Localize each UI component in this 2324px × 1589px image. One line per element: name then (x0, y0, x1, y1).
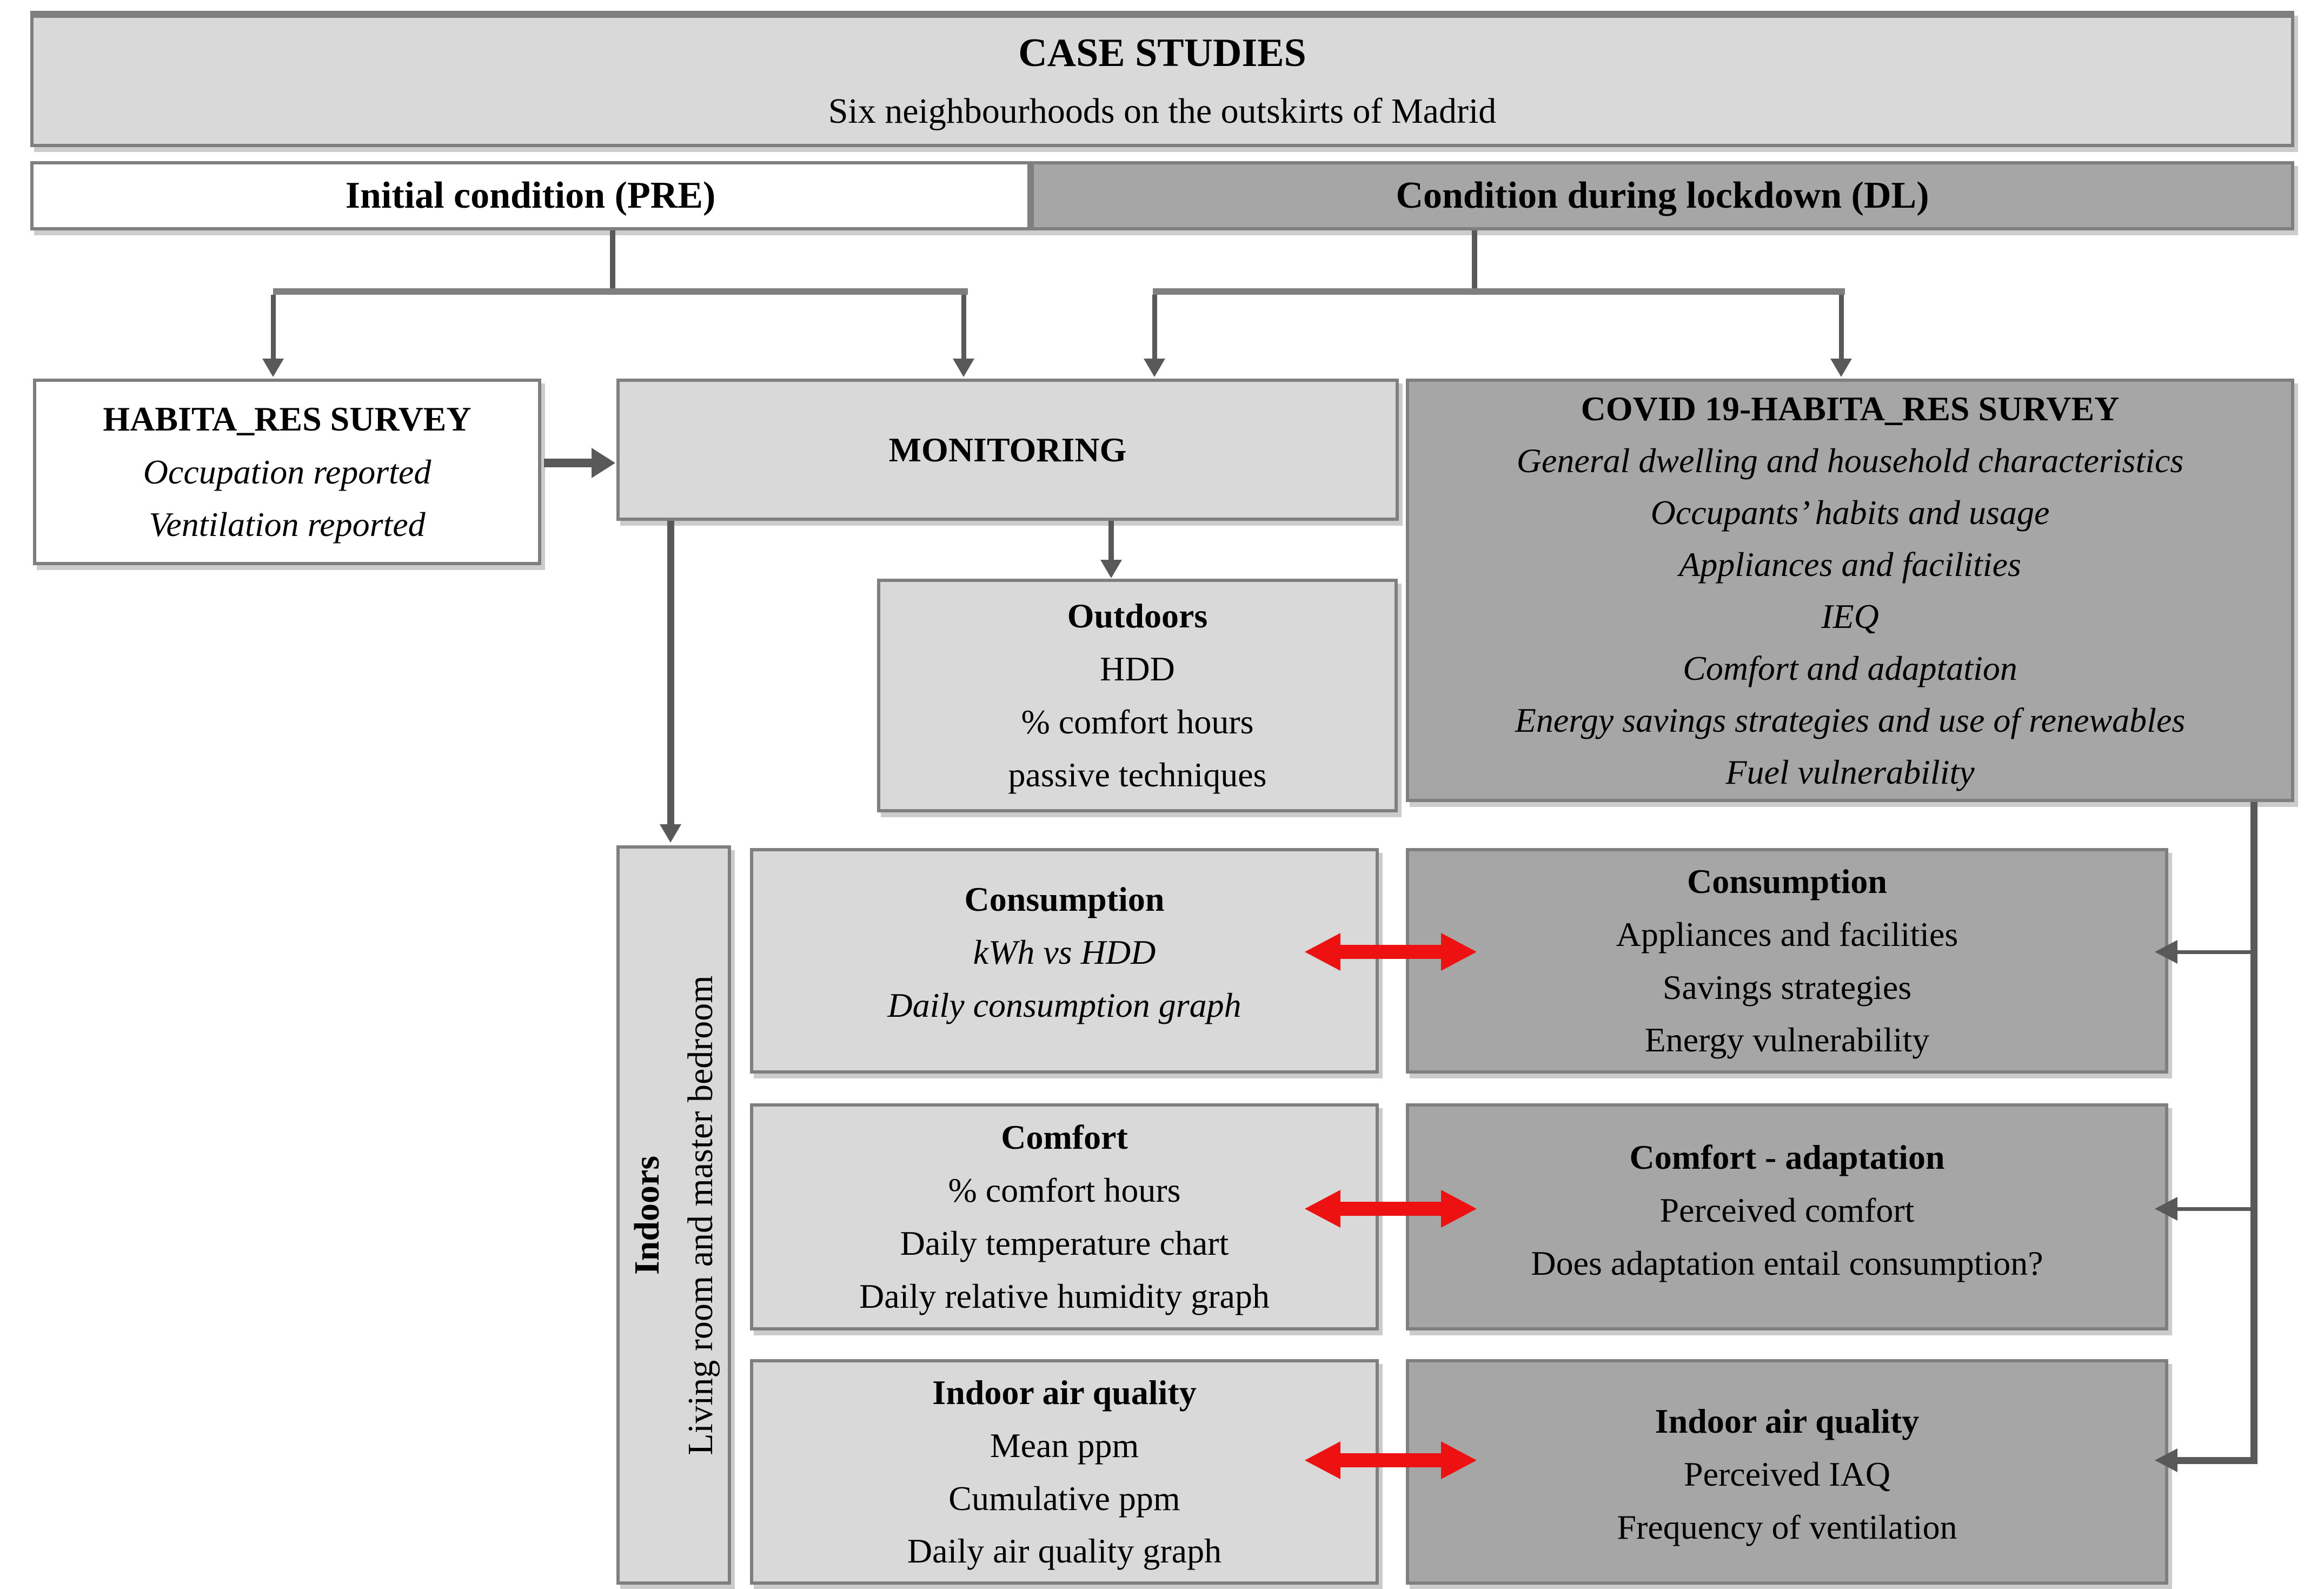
iaq-monitoring-box: Indoor air quality Mean ppm Cumulative p… (750, 1359, 1379, 1585)
red-arrow-right-icon (1441, 1441, 1477, 1479)
outdoors-line: % comfort hours (1021, 703, 1254, 741)
comfort-adaptation-survey-box: Comfort - adaptation Perceived comfort D… (1406, 1103, 2168, 1330)
pre-tree-crossbar (273, 288, 968, 295)
covid-survey-line: Occupants’ habits and usage (1650, 493, 2050, 532)
pre-tree-feeder-line (610, 230, 615, 291)
covid-survey-box: COVID 19-HABITA_RES SURVEY General dwell… (1406, 379, 2294, 802)
red-arrow-left-icon (1305, 1441, 1340, 1479)
covid-feedback-vertical-line (2250, 802, 2257, 1464)
monitoring-to-indoors-arrow-icon (660, 824, 681, 843)
red-arrow-right-icon (1441, 933, 1477, 971)
red-arrow-left-icon (1305, 933, 1340, 971)
arrow-down-to-monitoring-right-icon (1144, 359, 1165, 377)
indoors-sidebar: Indoors Living room and master bedroom (616, 845, 731, 1585)
iaq-monitoring-line: Cumulative ppm (948, 1479, 1180, 1518)
consumption-monitoring-box: Consumption kWh vs HDD Daily consumption… (750, 848, 1379, 1074)
habita-to-monitoring-line (544, 459, 593, 467)
indoors-sidebar-text: Indoors Living room and master bedroom (620, 848, 727, 1583)
covid-survey-line: Comfort and adaptation (1683, 648, 2017, 687)
outdoors-line: HDD (1100, 650, 1175, 688)
consumption-survey-title: Consumption (1687, 862, 1887, 901)
habita-to-monitoring-arrow-icon (592, 448, 615, 478)
covid-survey-line: Energy savings strategies and use of ren… (1515, 700, 2186, 739)
pre-tree-left-line (271, 295, 276, 359)
monitoring-box: MONITORING (616, 379, 1399, 521)
covid-to-iaq-arrow-icon (2155, 1448, 2177, 1472)
iaq-survey-line: Perceived IAQ (1683, 1454, 1891, 1493)
comfort-monitoring-line: % comfort hours (948, 1171, 1181, 1210)
iaq-monitoring-title: Indoor air quality (932, 1373, 1197, 1412)
covid-to-consumption-line (2176, 950, 2250, 954)
iaq-survey-line: Frequency of ventilation (1617, 1507, 1957, 1546)
arrow-down-to-covid-icon (1830, 359, 1852, 377)
pre-tree-right-line (961, 295, 966, 359)
red-arrow-right-icon (1441, 1190, 1477, 1228)
iaq-monitoring-line: Mean ppm (990, 1426, 1139, 1465)
comfort-monitoring-title: Comfort (1001, 1118, 1128, 1157)
covid-survey-line: Fuel vulnerability (1725, 752, 1975, 791)
iaq-survey-title: Indoor air quality (1655, 1402, 1920, 1440)
case-studies-header: CASE STUDIES Six neighbourhoods on the o… (30, 11, 2294, 147)
dl-tree-left-line (1152, 295, 1157, 359)
covid-survey-line: General dwelling and household character… (1516, 441, 2184, 480)
outdoors-line: passive techniques (1008, 755, 1267, 794)
covid-survey-line: Appliances and facilities (1679, 545, 2021, 584)
covid-to-iaq-line (2176, 1457, 2257, 1464)
consumption-survey-line: Energy vulnerability (1644, 1021, 1930, 1060)
covid-survey-line: IEQ (1821, 597, 1879, 635)
consumption-monitoring-line: kWh vs HDD (973, 932, 1156, 971)
iaq-monitoring-line: Daily air quality graph (907, 1532, 1222, 1571)
pre-column-header: Initial condition (PRE) (30, 161, 1031, 230)
red-arrow-shaft (1339, 1202, 1443, 1216)
dl-tree-feeder-line (1472, 230, 1477, 291)
case-studies-subtitle: Six neighbourhoods on the outskirts of M… (828, 91, 1497, 131)
indoors-subtitle: Living room and master bedroom (681, 975, 720, 1455)
dl-tree-right-line (1839, 295, 1844, 359)
covid-to-comfort-arrow-icon (2155, 1197, 2177, 1221)
habita-survey-box: HABITA_RES SURVEY Occupation reported Ve… (33, 379, 541, 565)
monitoring-to-outdoors-line (1108, 521, 1114, 561)
monitoring-to-outdoors-arrow-icon (1100, 560, 1122, 578)
red-arrow-left-icon (1305, 1190, 1340, 1228)
arrow-down-to-monitoring-left-icon (953, 359, 974, 377)
arrow-down-to-habita-icon (262, 359, 284, 377)
habita-survey-line: Occupation reported (143, 452, 431, 491)
outdoors-box: Outdoors HDD % comfort hours passive tec… (877, 579, 1398, 812)
comfort-monitoring-line: Daily temperature chart (900, 1224, 1229, 1262)
red-arrow-shaft (1339, 945, 1443, 959)
monitoring-title: MONITORING (888, 430, 1127, 469)
comfort-adaptation-survey-line: Does adaptation entail consumption? (1531, 1243, 2043, 1282)
dl-column-label: Condition during lockdown (DL) (1396, 175, 1929, 217)
consumption-monitoring-line: Daily consumption graph (887, 985, 1241, 1024)
consumption-survey-box: Consumption Appliances and facilities Sa… (1406, 848, 2168, 1074)
dl-tree-crossbar (1153, 288, 1845, 295)
iaq-survey-box: Indoor air quality Perceived IAQ Frequen… (1406, 1359, 2168, 1585)
habita-survey-title: HABITA_RES SURVEY (103, 399, 472, 438)
covid-survey-title: COVID 19-HABITA_RES SURVEY (1581, 389, 2120, 428)
pre-column-label: Initial condition (PRE) (345, 175, 716, 217)
comfort-adaptation-survey-title: Comfort - adaptation (1629, 1138, 1945, 1176)
consumption-survey-line: Savings strategies (1662, 968, 1912, 1007)
habita-survey-line: Ventilation reported (149, 505, 426, 544)
covid-to-comfort-line (2176, 1207, 2250, 1211)
outdoors-title: Outdoors (1067, 597, 1208, 635)
consumption-monitoring-title: Consumption (964, 880, 1165, 918)
red-arrow-shaft (1339, 1453, 1443, 1467)
covid-to-consumption-arrow-icon (2155, 940, 2177, 964)
comfort-monitoring-box: Comfort % comfort hours Daily temperatur… (750, 1103, 1379, 1330)
dl-column-header: Condition during lockdown (DL) (1031, 161, 2294, 230)
indoors-title: Indoors (627, 1155, 667, 1275)
case-studies-title: CASE STUDIES (1018, 31, 1306, 76)
comfort-adaptation-survey-line: Perceived comfort (1659, 1190, 1915, 1229)
comfort-monitoring-line: Daily relative humidity graph (859, 1276, 1270, 1315)
consumption-survey-line: Appliances and facilities (1616, 915, 1958, 954)
monitoring-to-indoors-line (667, 521, 674, 825)
